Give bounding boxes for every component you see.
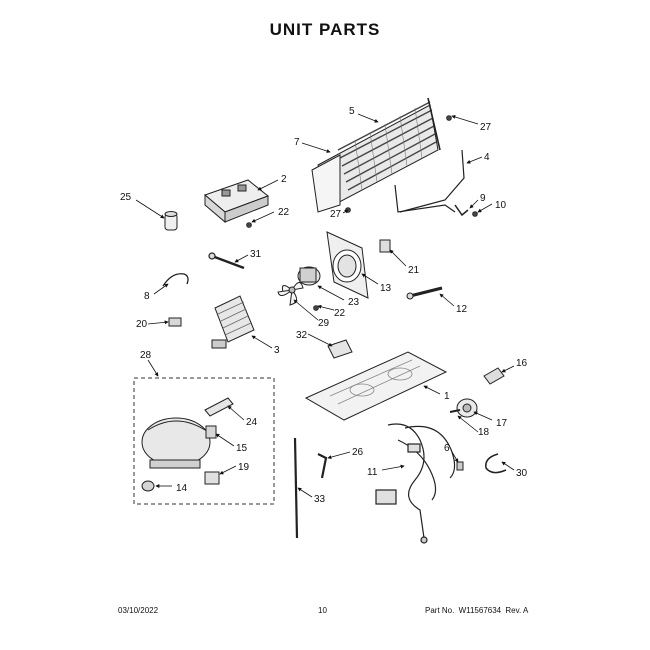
shaft-bolt (208, 252, 245, 270)
connector-clip (168, 317, 182, 327)
ground-screw (456, 461, 464, 471)
wire-clip (162, 273, 189, 287)
process-tube (317, 453, 328, 479)
callout-4: 4 (484, 152, 490, 163)
callout-27-bottom: 27 (330, 209, 342, 220)
callout-32: 32 (296, 330, 308, 341)
wire-harness (375, 423, 456, 544)
condenser (211, 295, 255, 349)
hose-clamp (485, 453, 507, 474)
callout-10: 10 (495, 200, 507, 211)
part-number: W11567634 (458, 606, 502, 615)
callout-7: 7 (294, 137, 300, 148)
callout-15: 15 (236, 443, 248, 454)
relay-plate (327, 339, 353, 359)
callout-labels: 5 7 27 4 2 25 22 27 9 10 31 21 8 13 23 2… (120, 106, 528, 505)
control-module (204, 179, 270, 224)
thermistor-cap (164, 211, 178, 231)
callout-18: 18 (478, 427, 490, 438)
callout-26: 26 (352, 447, 364, 458)
callout-14: 14 (176, 483, 188, 494)
callout-22-top: 22 (278, 207, 290, 218)
callout-16: 16 (516, 358, 528, 369)
callout-2: 2 (281, 174, 287, 185)
filter-drier (204, 397, 234, 417)
callout-8: 8 (144, 291, 150, 302)
callout-11: 11 (367, 467, 378, 478)
condenser-fan (449, 398, 478, 418)
callout-19: 19 (238, 462, 250, 473)
fan-bracket (379, 239, 391, 253)
callout-22-mid: 22 (334, 308, 346, 319)
drain-fitting (483, 367, 505, 385)
evaporator-fan-motor (297, 266, 321, 286)
part-number-label: Part No. (425, 606, 455, 615)
compressor (141, 417, 217, 469)
callout-13: 13 (380, 283, 392, 294)
callout-5: 5 (349, 106, 355, 117)
callout-29: 29 (318, 318, 330, 329)
footer-date: 03/10/2022 (118, 606, 159, 615)
defrost-drain-tube (394, 149, 469, 217)
callout-33: 33 (314, 494, 326, 505)
callout-30: 30 (516, 468, 528, 479)
leader-lines (135, 113, 515, 498)
fan-blade (277, 282, 304, 306)
callout-25: 25 (120, 192, 132, 203)
callout-17: 17 (496, 418, 508, 429)
footer-page-number: 10 (318, 606, 327, 615)
callout-12: 12 (456, 304, 468, 315)
callout-1: 1 (444, 391, 450, 402)
callout-28: 28 (140, 350, 152, 361)
callout-9: 9 (480, 193, 486, 204)
compressor-group-box (133, 377, 275, 505)
overload-relay (204, 471, 220, 485)
revision: Rev. A (505, 606, 529, 615)
evaporator-coil (311, 97, 441, 213)
callout-31: 31 (250, 249, 262, 260)
callout-23: 23 (348, 297, 360, 308)
callout-27-top: 27 (480, 122, 492, 133)
compressor-grommet (141, 480, 155, 492)
callout-20: 20 (136, 319, 148, 330)
page-title: UNIT PARTS (269, 20, 381, 39)
callout-21: 21 (408, 265, 420, 276)
callout-24: 24 (246, 417, 258, 428)
callout-6: 6 (444, 443, 450, 454)
capillary-line (293, 437, 299, 539)
machine-compartment-pan (304, 351, 448, 421)
defrost-heater-rod (406, 286, 443, 300)
footer-part-info: Part No. W11567634 Rev. A (425, 606, 530, 615)
fan-shroud (326, 231, 369, 299)
callout-3: 3 (274, 345, 280, 356)
